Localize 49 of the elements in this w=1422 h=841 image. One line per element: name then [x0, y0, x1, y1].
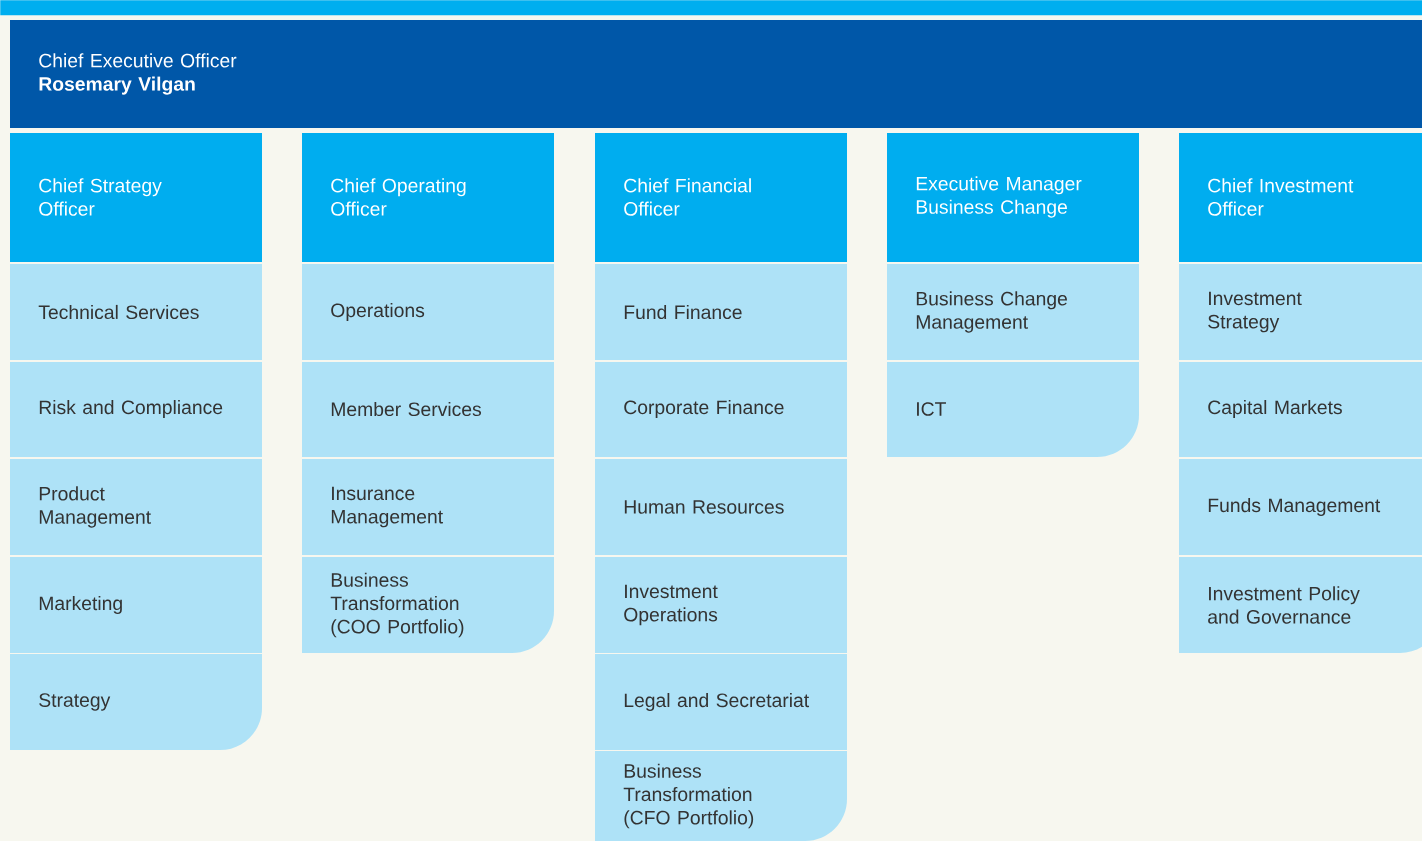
- node-label: Business Transformation (COO Portfolio): [330, 572, 464, 638]
- node-label: Business Change Management: [916, 291, 1067, 333]
- department-box: ICT: [887, 362, 1139, 457]
- department-box: Member Services: [302, 362, 554, 457]
- node-label: Human Resources: [624, 500, 784, 514]
- department-box: Investment Operations: [595, 557, 847, 653]
- node-label: ICT: [917, 402, 946, 416]
- department-box: Operations: [302, 264, 554, 360]
- node-label: Insurance Management: [331, 486, 443, 528]
- node-label: Product Management: [39, 486, 151, 528]
- department-box: Funds Management: [1179, 459, 1422, 555]
- node-label: Marketing: [39, 595, 122, 615]
- department-box: Fund Finance: [595, 264, 847, 360]
- node-label: Risk and Compliance: [39, 399, 223, 419]
- department-box: Corporate Finance: [595, 362, 847, 457]
- node-label: Investment Policy and Governance: [1208, 586, 1360, 624]
- department-box: Business Transformation (CFO Portfolio): [595, 751, 847, 841]
- node-label: Operations: [331, 302, 425, 322]
- department-box: Capital Markets: [1179, 362, 1422, 457]
- node-label: Fund Finance: [624, 304, 742, 320]
- department-box: Human Resources: [595, 459, 847, 555]
- node-label: Legal and Secretariat: [624, 692, 810, 712]
- node-label: Strategy: [39, 693, 111, 711]
- department-box: Marketing: [10, 557, 262, 653]
- role-header-box: Chief Investment Officer: [1179, 133, 1422, 262]
- department-box: Investment Policy and Governance: [1179, 557, 1422, 653]
- role-header-box: Chief Strategy Officer: [10, 133, 262, 262]
- ceo-box: Chief Executive Officer Rosemary Vilgan: [10, 20, 1422, 128]
- department-box: Risk and Compliance: [10, 362, 262, 457]
- node-label: Investment Operations: [624, 584, 718, 626]
- node-label: Funds Management: [1208, 497, 1381, 517]
- node-label: Corporate Finance: [624, 399, 784, 419]
- department-box: Insurance Management: [302, 459, 554, 555]
- department-box: Business Transformation (COO Portfolio): [302, 557, 554, 653]
- node-label: Capital Markets: [1208, 399, 1342, 419]
- node-label: Investment Strategy: [1208, 291, 1302, 333]
- department-box: Product Management: [10, 459, 262, 555]
- node-label: Business Transformation (CFO Portfolio): [623, 763, 754, 829]
- department-box: Technical Services: [10, 264, 262, 360]
- department-box: Strategy: [10, 654, 262, 750]
- title-bar: [0, 0, 1422, 16]
- node-label: Technical Services: [38, 304, 199, 320]
- department-box: Legal and Secretariat: [595, 654, 847, 750]
- node-label: Member Services: [331, 401, 482, 417]
- department-box: Business Change Management: [887, 264, 1139, 360]
- role-header-box: Chief Operating Officer: [302, 133, 554, 262]
- role-header-box: Executive Manager Business Change: [887, 133, 1139, 262]
- department-box: Investment Strategy: [1179, 264, 1422, 360]
- role-header-box: Chief Financial Officer: [595, 133, 847, 262]
